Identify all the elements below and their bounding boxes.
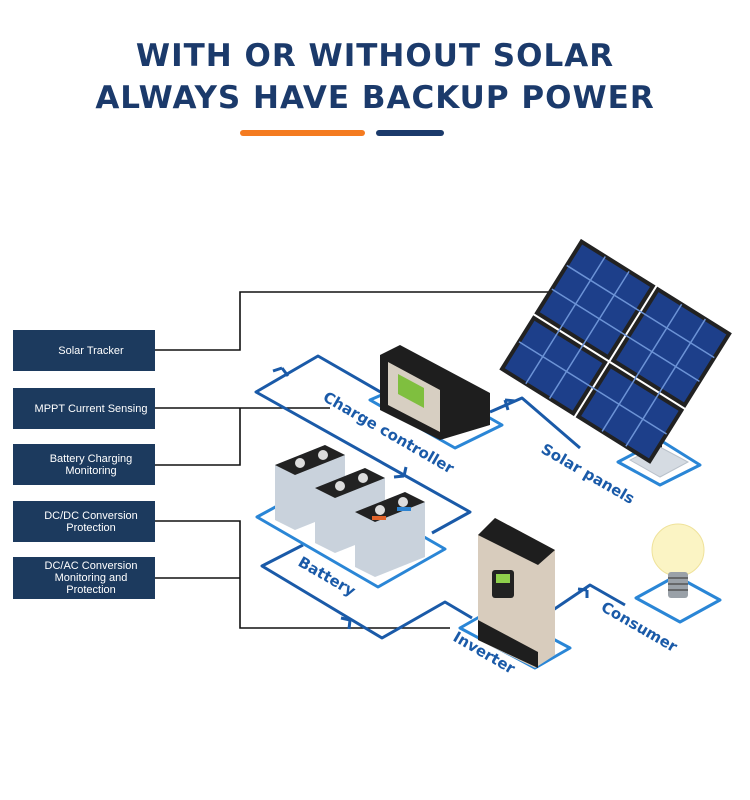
accent-bar-orange — [240, 130, 365, 136]
feature-label: Battery Charging Monitoring — [49, 452, 133, 477]
connector-lines — [155, 291, 585, 629]
accent-bar-navy — [376, 130, 444, 136]
light-bulb-icon — [651, 523, 705, 598]
flow-lines — [254, 354, 626, 640]
feature-mppt-current-sensing: MPPT Current Sensing — [13, 388, 155, 429]
title-line-2: ALWAYS HAVE BACKUP POWER — [95, 80, 655, 116]
charge-controller-icon — [380, 345, 490, 440]
arrow-icon — [393, 466, 408, 479]
arrow-icon — [503, 398, 516, 411]
label-consumer: Consumer — [598, 598, 681, 656]
feature-dc-dc-conversion-protection: DC/DC Conversion Protection — [13, 501, 155, 542]
feature-battery-charging-monitoring: Battery Charging Monitoring — [13, 444, 155, 485]
inverter-icon — [478, 518, 555, 668]
feature-label: DC/DC Conversion Protection — [44, 509, 138, 534]
feature-solar-tracker: Solar Tracker — [13, 330, 155, 371]
title-line-1: WITH OR WITHOUT SOLAR — [135, 38, 615, 74]
feature-label: Solar Tracker — [58, 344, 124, 357]
label-solar-panels: Solar panels — [538, 440, 638, 508]
feature-label: MPPT Current Sensing — [34, 402, 148, 415]
battery-icon — [275, 445, 425, 577]
arrow-icon — [272, 366, 290, 377]
solar-panels-icon — [499, 238, 732, 478]
arrow-icon — [340, 616, 352, 630]
feature-label: DC/AC Conversion Monitoring and Protecti… — [44, 560, 138, 596]
feature-dc-ac-conversion-protection: DC/AC Conversion Monitoring and Protecti… — [13, 557, 155, 599]
arrow-icon — [577, 587, 589, 598]
